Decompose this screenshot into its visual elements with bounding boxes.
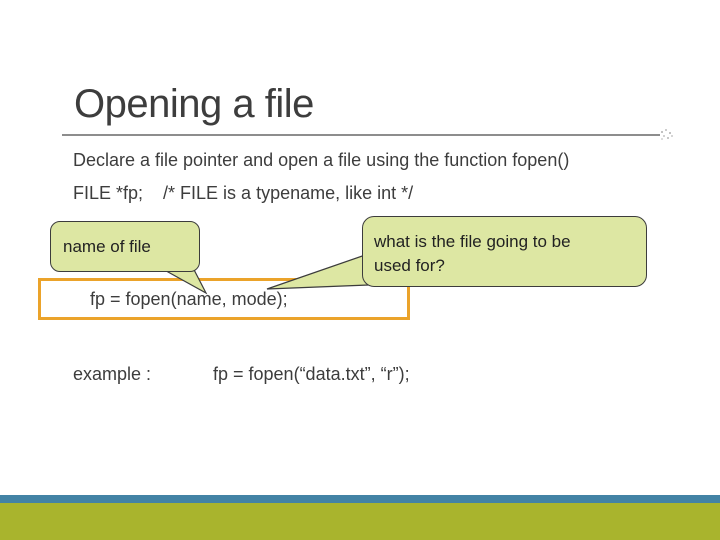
slide-title: Opening a file <box>74 82 314 126</box>
body-line-declare: Declare a file pointer and open a file u… <box>73 150 570 170</box>
title-underline <box>62 134 660 136</box>
example-code: fp = fopen(“data.txt”, “r”); <box>213 364 410 384</box>
callout-right-text-line2: used for? <box>374 256 445 275</box>
callout-name-of-file: name of file <box>50 221 200 272</box>
callout-right-text-line1: what is the file going to be <box>374 232 571 251</box>
footer-accent-bar-olive <box>0 503 720 540</box>
fopen-code-box: fp = fopen(name, mode); <box>38 278 410 320</box>
callout-left-text: name of file <box>63 237 151 256</box>
fopen-code-text: fp = fopen(name, mode); <box>90 289 288 309</box>
footer-accent-bar-blue <box>0 495 720 503</box>
title-underline-flourish <box>661 131 663 133</box>
callout-file-purpose: what is the file going to be used for? <box>362 216 647 287</box>
body-line-file-declaration: FILE *fp; /* FILE is a typename, like in… <box>73 183 414 203</box>
example-label: example : <box>73 364 152 384</box>
